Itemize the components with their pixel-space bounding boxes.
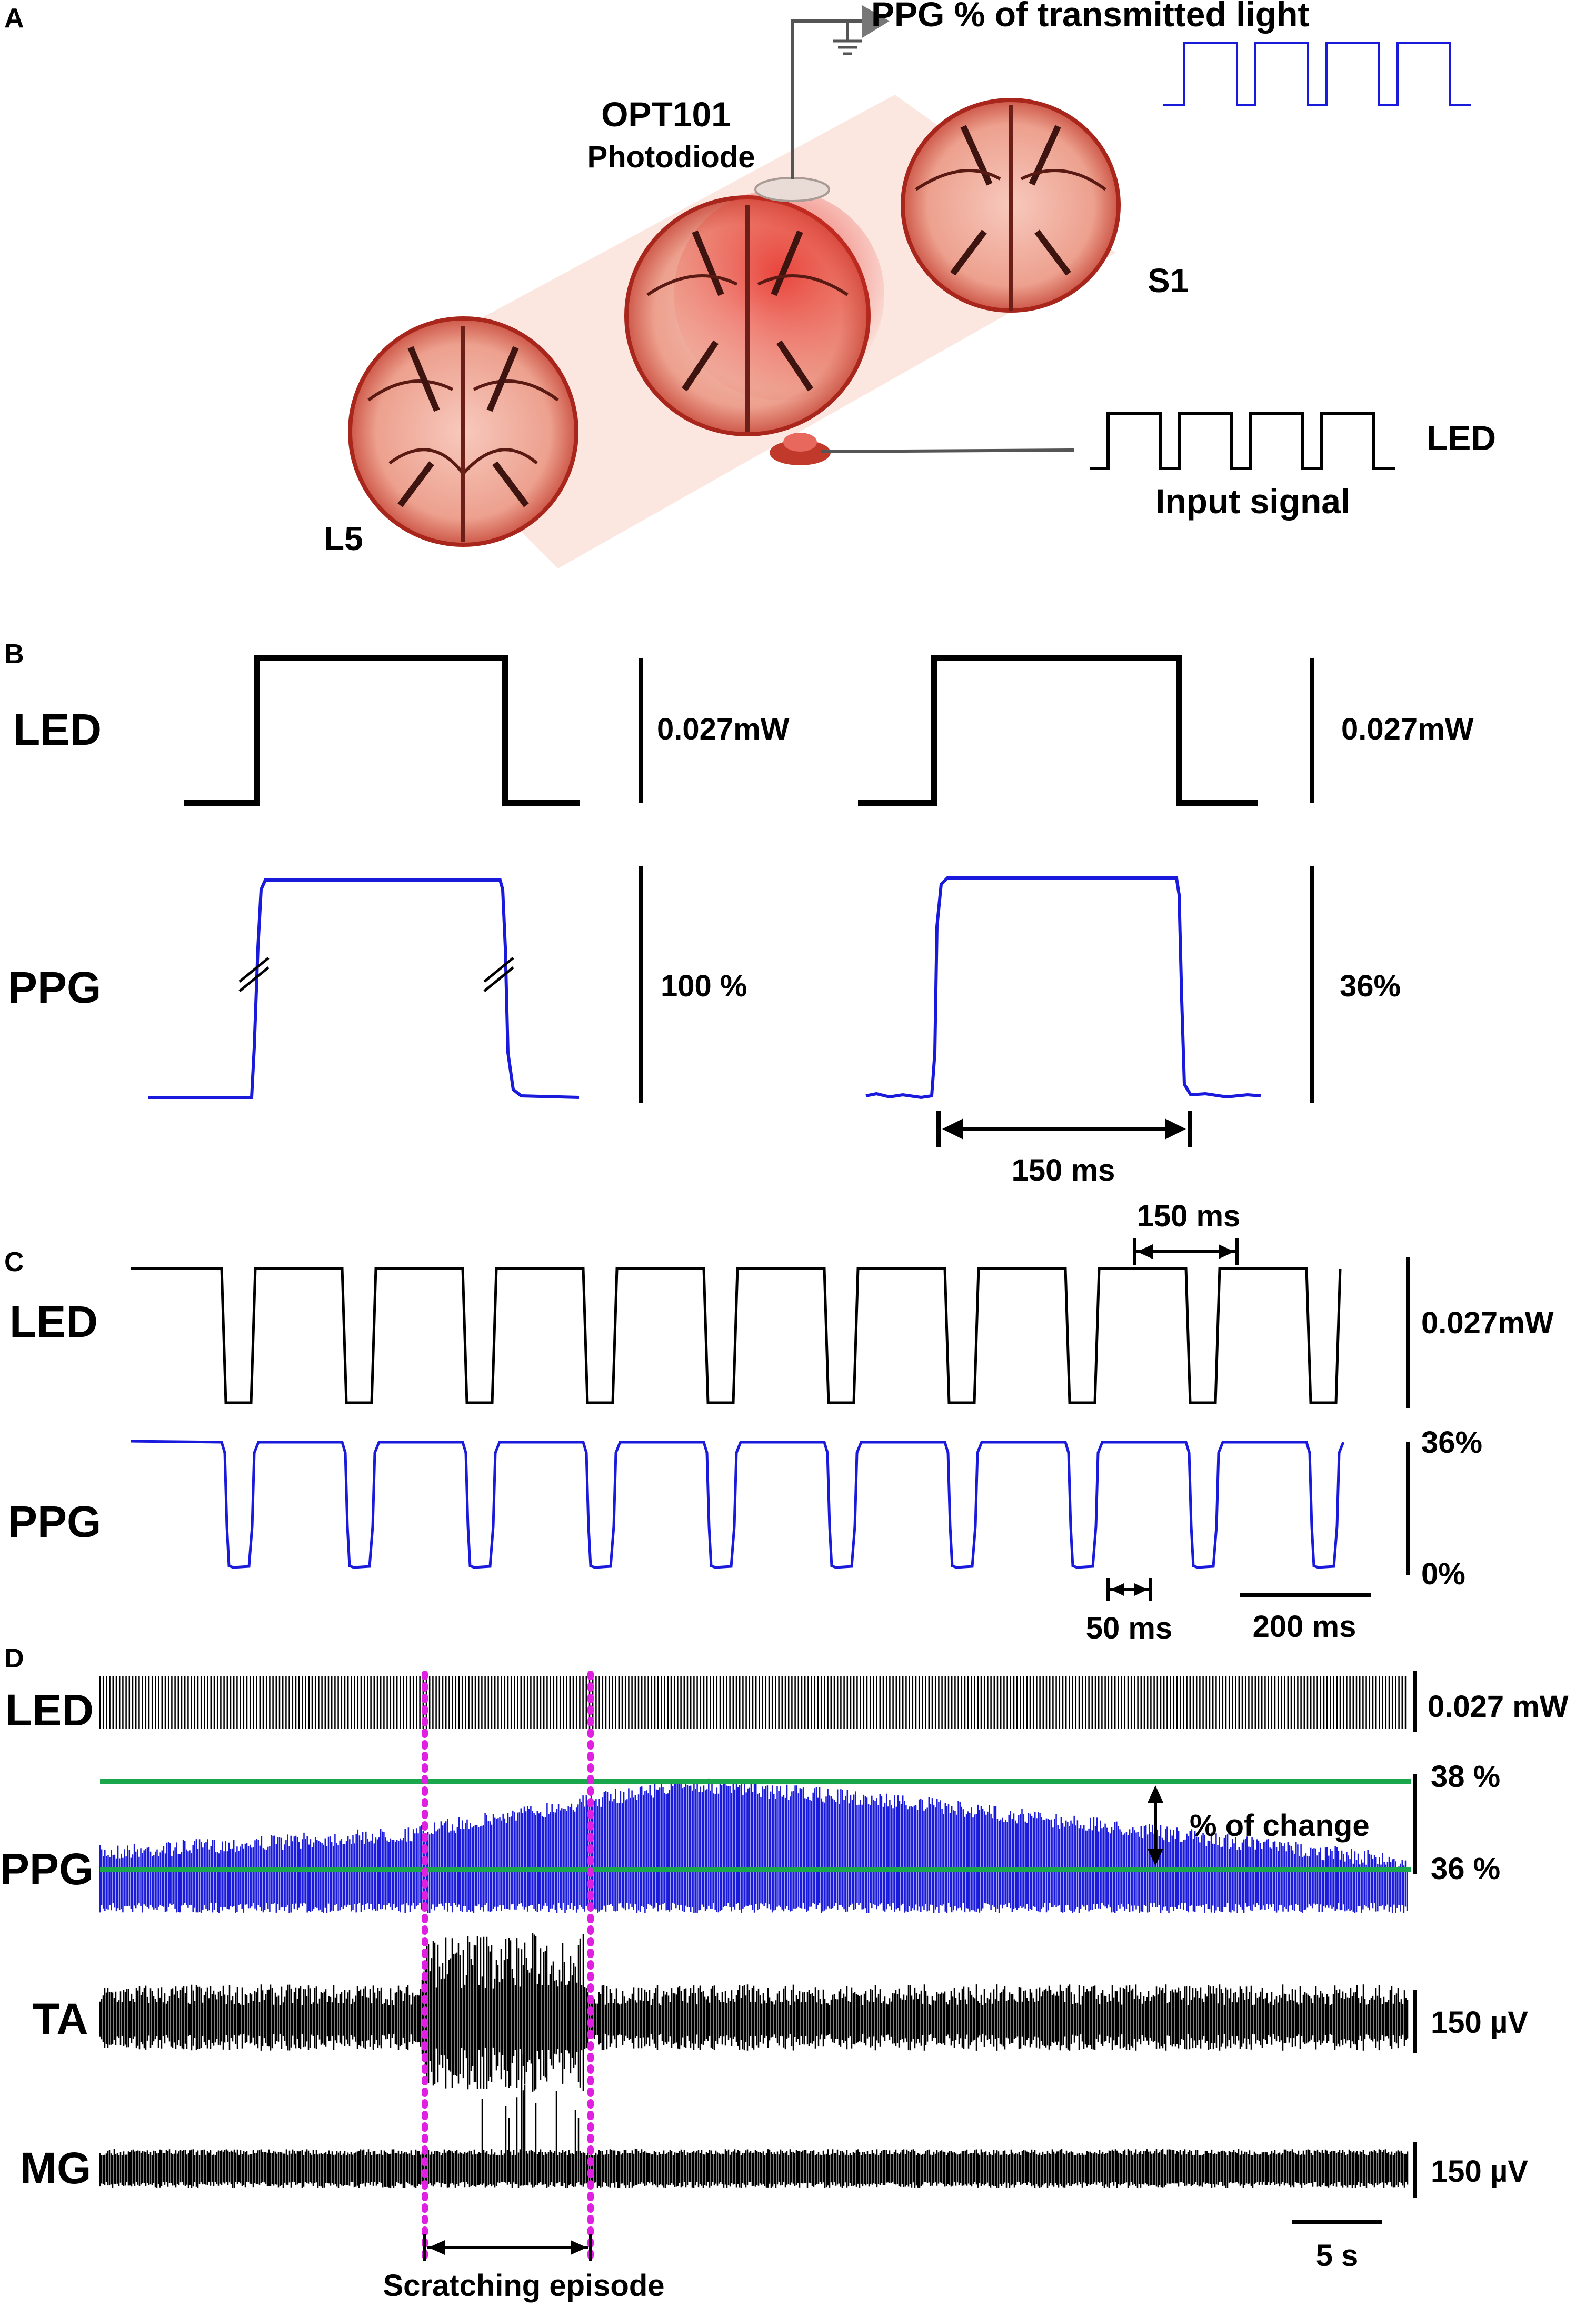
ppg-mini-waveform [1163,42,1471,106]
panel-c-time-label: 200 ms [1253,1610,1356,1644]
panel-c-led-label: LED [9,1297,98,1346]
panel-c-ppg-top: 36% [1421,1425,1482,1460]
panel-d-mg-label: MG [20,2143,91,2193]
sensor-wire [791,19,863,179]
panel-d-ta-trace [99,1933,1409,2092]
panel-c-off-label: 50 ms [1086,1611,1172,1645]
segment-s1-label: S1 [1148,262,1189,299]
output-arrow-icon [862,5,890,38]
panel-b-duration-arrow [936,1111,1192,1147]
led-emitter-highlight [783,433,817,452]
panel-b-led-scale-right: 0.027mW [1341,712,1474,746]
segment-middle [624,189,884,436]
episode-duration-arrow [423,2234,592,2261]
panel-b-ppg-trace-right [865,876,1261,1100]
panel-d-ppg-label: PPG [0,1844,93,1894]
sensor-type: Photodiode [587,140,755,174]
panel-b: B LED PPG 0.027mW 0.027mW 100 % 36% 150 … [4,639,1474,1187]
led-input-label: LED [1427,418,1496,457]
panel-c-ppg-label: PPG [8,1497,101,1546]
segment-l5 [348,316,578,547]
episode-label: Scratching episode [383,2269,664,2303]
led-emitter-icon [770,440,831,465]
panel-c-on-label: 150 ms [1137,1199,1241,1233]
panel-b-ppg-label: PPG [8,963,101,1012]
photodiode-icon [754,177,830,202]
panel-d-mg-trace [99,2054,1409,2188]
panel-c-ppg-bottom: 0% [1421,1557,1465,1591]
panel-c-on-arrow [1133,1238,1239,1265]
panel-b-ppg-scale-right: 36% [1340,969,1401,1003]
panel-d-time-label: 5 s [1316,2239,1359,2273]
panel-b-led-label: LED [13,705,102,754]
panel-c-led-trace [131,1267,1342,1404]
led-input-waveform [1090,412,1395,470]
panel-c-letter: C [4,1247,24,1277]
panel-b-led-trace-left [184,655,580,806]
panel-d-led-label: LED [5,1685,94,1735]
sensor-name: OPT101 [601,95,731,134]
panel-a: A [4,0,1496,568]
ppg-output-label: PPG % of transmitted light [871,0,1309,34]
percent-change-label: % of change [1190,1809,1370,1843]
panel-d-ppg-top: 38 % [1431,1760,1500,1794]
panel-b-led-scale-left: 0.027mW [657,712,790,746]
panel-d-mg-scale: 150 µV [1431,2154,1528,2189]
panel-d-ppg-bottom: 36 % [1431,1852,1500,1886]
panel-d-led-scale: 0.027 mW [1428,1690,1569,1724]
panel-b-duration-label: 150 ms [1012,1153,1115,1187]
panel-d-ta-label: TA [33,1994,88,2044]
panel-d-letter: D [4,1643,24,1674]
segment-s1 [901,98,1121,313]
panel-d-ta-scale: 150 µV [1431,2005,1528,2040]
panel-d-ppg-trace [99,1778,1408,1913]
panel-b-letter: B [4,639,24,670]
panel-c-off-arrow [1106,1578,1152,1601]
input-signal-label: Input signal [1155,482,1350,521]
led-wire [821,448,1074,453]
panel-b-ppg-scale-left: 100 % [661,969,747,1003]
panel-b-ppg-trace-left [148,878,580,1099]
percent-change-arrow [1148,1785,1163,1866]
ground-icon [833,21,862,55]
panel-a-letter: A [4,3,24,34]
panel-c-ppg-trace [130,1440,1345,1569]
panel-b-led-trace-right [858,655,1258,806]
panel-c-led-scale: 0.027mW [1421,1306,1554,1340]
panel-c: C LED PPG 0.027mW 36% 0% 150 ms 50 ms 20… [4,1199,1554,1645]
panel-d: D LED PPG TA MG % of change 0.027 mW 38 … [0,1643,1569,2303]
segment-l5-label: L5 [324,520,363,557]
panel-d-led-trace [99,1676,1407,1729]
axis-break-icon [238,957,514,992]
